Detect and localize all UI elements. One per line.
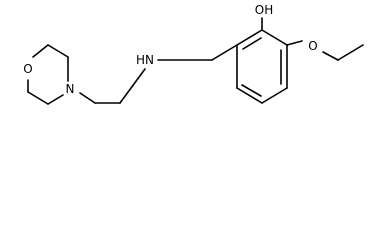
bond-ch2-ch3 — [337, 44, 364, 61]
ring-bond-c3-c4 — [261, 87, 288, 104]
morpholine-nitrogen-label: N — [66, 82, 75, 96]
morpholine-bond-c4-n — [47, 94, 64, 105]
hydroxyl-label: OH — [255, 3, 273, 17]
morpholine-oxygen-label: O — [23, 62, 32, 76]
atom-labels: OH O HN O N — [23, 3, 317, 96]
bond-nh-ch2 — [119, 68, 146, 104]
ring-bond-c4-c5-inner — [241, 84, 262, 97]
bond-c2-ether-o — [286, 40, 303, 46]
morpholine-bond-c3-c4 — [27, 91, 49, 105]
ring-bond-c1-c2 — [261, 29, 288, 46]
morpholine-bond-c1-c2 — [47, 44, 69, 58]
morpholine-bond-c2-o — [32, 44, 49, 58]
ring-bond-c6-c1-inner — [242, 37, 262, 50]
ring-bond-c4-c5 — [236, 87, 263, 104]
molecule-structure: OH O HN O N — [23, 3, 364, 105]
bond-ether-o-ch2 — [322, 51, 339, 61]
ring-bond-c6-c1 — [236, 29, 263, 46]
ether-oxygen-label: O — [308, 39, 317, 53]
bonds — [27, 17, 364, 105]
bond-c6-ch2 — [211, 44, 238, 61]
amine-nh-label: HN — [136, 53, 154, 67]
bond-ch2-morpholine-n — [79, 92, 96, 104]
